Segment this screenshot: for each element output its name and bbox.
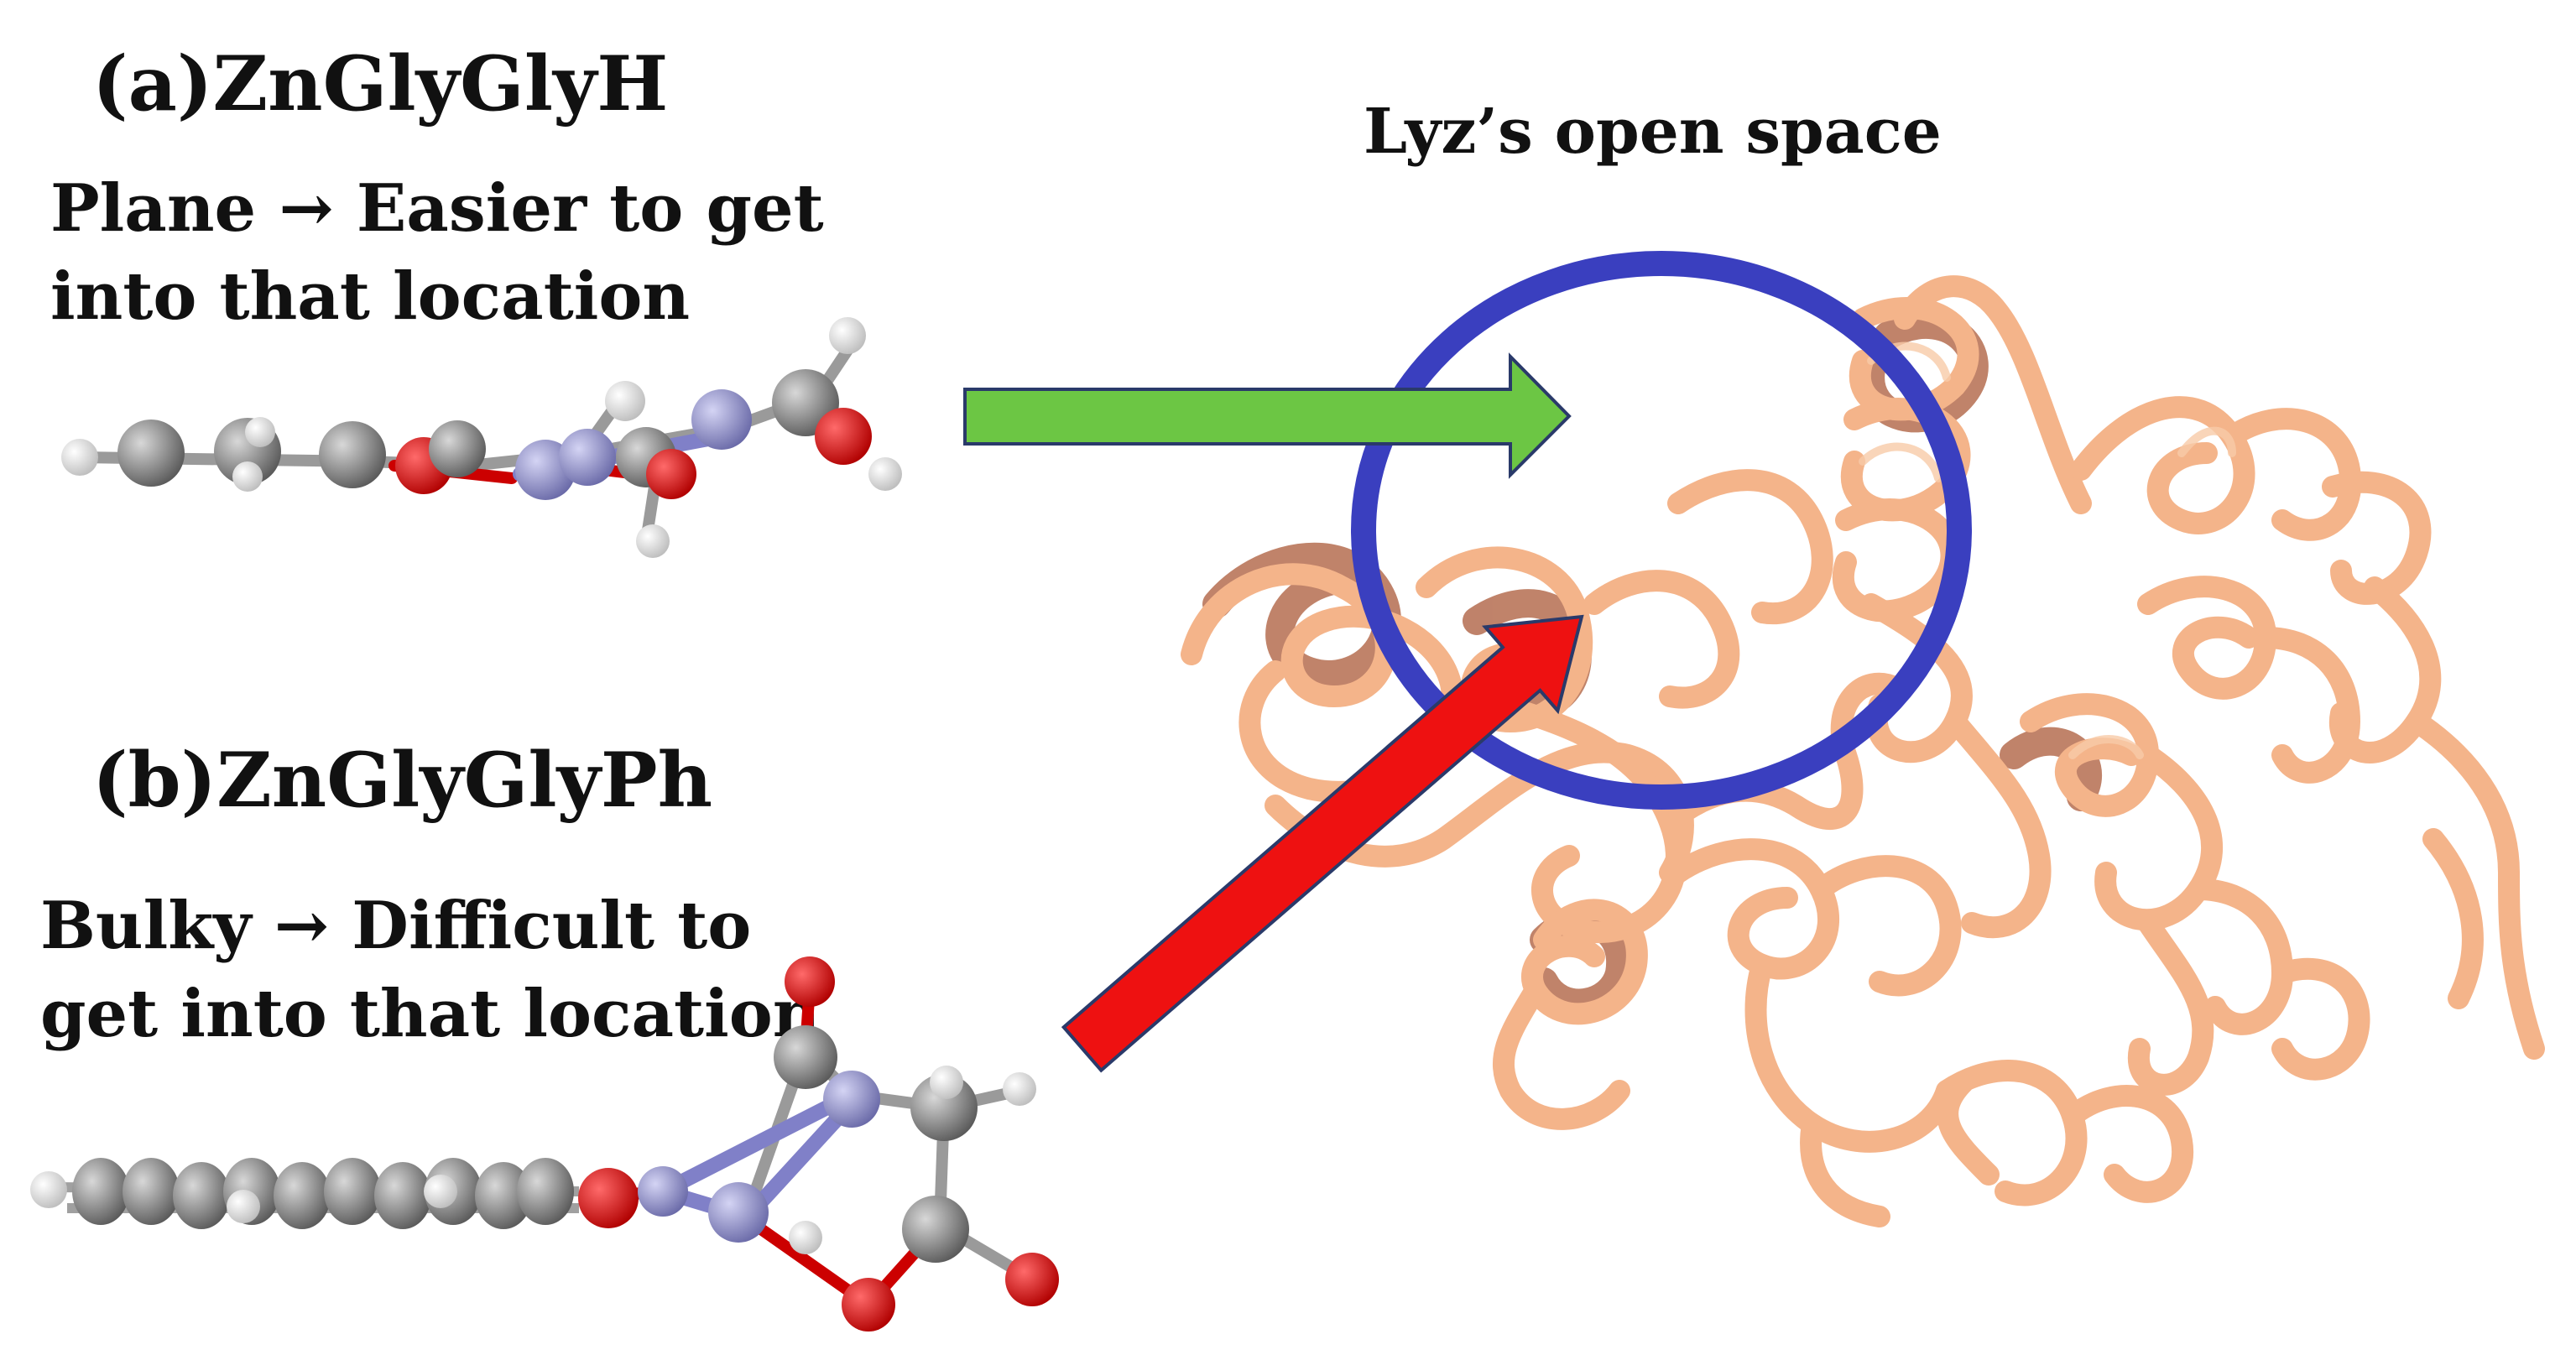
oxygen-atom bbox=[815, 408, 872, 465]
lyz-open-space-label: Lyz’s open space bbox=[1364, 96, 1942, 168]
hydrogen-atom bbox=[868, 457, 902, 491]
panel-b-desc-line2: get into that location bbox=[40, 976, 821, 1052]
molecule-zn-gly-gly-h bbox=[61, 317, 902, 558]
oxygen-atom bbox=[646, 449, 696, 499]
panel-a-desc-line1: Plane → Easier to get bbox=[50, 170, 824, 247]
hydrogen-atom bbox=[1003, 1072, 1036, 1106]
carbon-atom bbox=[774, 1025, 837, 1089]
hydrogen-atom bbox=[930, 1066, 963, 1099]
oxygen-atom bbox=[842, 1278, 895, 1332]
nitrogen-atom bbox=[823, 1071, 880, 1128]
panel-a-desc-line2: into that location bbox=[50, 258, 691, 335]
hydrogen-atom bbox=[245, 417, 275, 447]
nitrogen-atom bbox=[559, 429, 616, 486]
hydrogen-atom bbox=[789, 1221, 822, 1254]
arrow-a-icon bbox=[963, 352, 1572, 479]
nitrogen-atom bbox=[638, 1166, 688, 1217]
panel-b-desc-line1: Bulky → Difficult to bbox=[40, 888, 752, 964]
hydrogen-atom bbox=[227, 1190, 260, 1223]
panel-b-title: (b)ZnGlyGlyPh bbox=[92, 736, 713, 825]
carbon-atom bbox=[429, 420, 486, 477]
hydrogen-atom bbox=[829, 317, 866, 354]
arrow-b-shape bbox=[1061, 614, 1584, 1073]
oxygen-atom bbox=[578, 1168, 639, 1228]
nitrogen-atom bbox=[708, 1182, 769, 1243]
hydrogen-atom bbox=[605, 381, 645, 421]
hydrogen-atom bbox=[232, 461, 263, 492]
hydrogen-atom bbox=[61, 439, 98, 476]
hydrogen-atom bbox=[636, 524, 670, 558]
carbon-atom bbox=[319, 421, 386, 488]
oxygen-atom bbox=[1005, 1253, 1059, 1306]
hydrogen-atom bbox=[30, 1171, 67, 1208]
oxygen-atom bbox=[785, 956, 835, 1007]
panel-a-title: (a)ZnGlyGlyH bbox=[92, 39, 669, 128]
carbon-atom bbox=[902, 1196, 969, 1263]
molecule-zn-gly-gly-ph bbox=[30, 956, 1059, 1332]
nitrogen-atom bbox=[691, 389, 752, 450]
hydrogen-atom bbox=[424, 1175, 457, 1208]
arrow-b-icon bbox=[1061, 614, 1584, 1073]
carbon-atom bbox=[117, 420, 185, 487]
open-space-circle bbox=[1351, 251, 1972, 810]
